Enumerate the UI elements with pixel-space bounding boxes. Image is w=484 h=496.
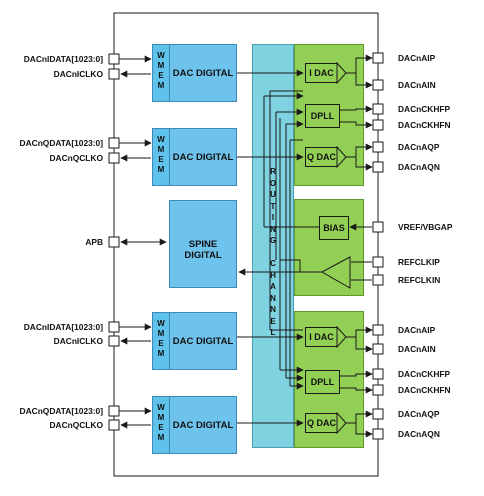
pin-iclk1 bbox=[108, 68, 120, 80]
pin-qclk1 bbox=[108, 152, 120, 164]
q-dac-top: Q DAC bbox=[305, 147, 338, 167]
pin-ckhfn1 bbox=[372, 119, 384, 131]
dac-digital-label-4: DAC DIGITAL bbox=[172, 420, 234, 431]
pin-qdata2 bbox=[108, 405, 120, 417]
pin-label-aip1: DACnAIP bbox=[398, 53, 436, 63]
pin-refp bbox=[372, 256, 384, 268]
pin-label-qclk1: DACnQCLKO bbox=[49, 153, 103, 163]
dac-digital-label-3: DAC DIGITAL bbox=[172, 336, 234, 347]
pin-label-ain1: DACnAIN bbox=[398, 80, 436, 90]
pin-label-iclk2: DACnICLKO bbox=[53, 336, 103, 346]
i-dac-top: I DAC bbox=[305, 63, 338, 83]
q-dac-bottom-label: Q DAC bbox=[307, 418, 336, 428]
pin-label-ain2: DACnAIN bbox=[398, 344, 436, 354]
pin-label-ckhfp2: DACnCKHFP bbox=[398, 369, 451, 379]
pin-ckhfp1 bbox=[372, 103, 384, 115]
dac-digital-block-1: DAC DIGITAL bbox=[169, 44, 237, 102]
pin-label-refn: REFCLKIN bbox=[398, 275, 441, 285]
pin-ckhfp2 bbox=[372, 368, 384, 380]
pin-idata1 bbox=[108, 53, 120, 65]
pin-aqp2 bbox=[372, 408, 384, 420]
pin-label-aqn1: DACnAQN bbox=[398, 162, 440, 172]
pin-label-idata1: DACnIDATA[1023:0] bbox=[23, 54, 103, 64]
dpll-top-label: DPLL bbox=[310, 111, 335, 121]
pin-aqp1 bbox=[372, 141, 384, 153]
pin-label-idata2: DACnIDATA[1023:0] bbox=[23, 322, 103, 332]
pin-aip2 bbox=[372, 324, 384, 336]
pin-label-ckhfp1: DACnCKHFP bbox=[398, 104, 451, 114]
dpll-bottom-label: DPLL bbox=[310, 377, 335, 387]
i-dac-top-label: I DAC bbox=[309, 68, 334, 78]
pin-label-iclk1: DACnICLKO bbox=[53, 69, 103, 79]
pin-aqn1 bbox=[372, 161, 384, 173]
pin-aqn2 bbox=[372, 428, 384, 440]
i-dac-bottom: I DAC bbox=[305, 327, 338, 347]
dac-digital-block-4: DAC DIGITAL bbox=[169, 396, 237, 454]
pin-label-ckhfn2: DACnCKHFN bbox=[398, 385, 451, 395]
i-dac-bottom-label: I DAC bbox=[309, 332, 334, 342]
dpll-top: DPLL bbox=[305, 104, 340, 128]
pin-label-aqp1: DACnAQP bbox=[398, 142, 440, 152]
pin-ain2 bbox=[372, 343, 384, 355]
routing-channel bbox=[252, 44, 294, 448]
pin-squares bbox=[108, 52, 384, 440]
dac-digital-block-2: DAC DIGITAL bbox=[169, 128, 237, 186]
pin-apb bbox=[108, 236, 120, 248]
pin-idata2 bbox=[108, 321, 120, 333]
pin-iclk2 bbox=[108, 335, 120, 347]
pin-label-aqn2: DACnAQN bbox=[398, 429, 440, 439]
pin-qclk2 bbox=[108, 419, 120, 431]
spine-digital-block: SPINE DIGITAL bbox=[169, 200, 237, 288]
pin-qdata1 bbox=[108, 137, 120, 149]
pin-ckhfn2 bbox=[372, 384, 384, 396]
dac-digital-block-3: DAC DIGITAL bbox=[169, 312, 237, 370]
bias-label: BIAS bbox=[323, 223, 345, 233]
dac-digital-label-2: DAC DIGITAL bbox=[172, 152, 234, 163]
pin-label-apb: APB bbox=[85, 237, 103, 247]
pin-ain1 bbox=[372, 79, 384, 91]
pin-label-qdata1: DACnQDATA[1023:0] bbox=[19, 138, 103, 148]
signal-wires bbox=[119, 55, 167, 429]
pin-label-vref: VREF/VBGAP bbox=[398, 222, 453, 232]
pin-label-aqp2: DACnAQP bbox=[398, 409, 440, 419]
analog-region-mid bbox=[294, 199, 364, 296]
q-dac-bottom: Q DAC bbox=[305, 413, 338, 433]
pin-label-refp: REFCLKIP bbox=[398, 257, 440, 267]
bias-block: BIAS bbox=[319, 216, 349, 240]
dpll-bottom: DPLL bbox=[305, 370, 340, 394]
pin-label-ckhfn1: DACnCKHFN bbox=[398, 120, 451, 130]
pin-label-qclk2: DACnQCLKO bbox=[49, 420, 103, 430]
pin-label-qdata2: DACnQDATA[1023:0] bbox=[19, 406, 103, 416]
spine-digital-label: SPINE DIGITAL bbox=[184, 239, 222, 261]
pin-vref bbox=[372, 221, 384, 233]
dac-digital-label-1: DAC DIGITAL bbox=[172, 68, 234, 79]
pin-refn bbox=[372, 274, 384, 286]
q-dac-top-label: Q DAC bbox=[307, 152, 336, 162]
pin-label-aip2: DACnAIP bbox=[398, 325, 436, 335]
pin-aip1 bbox=[372, 52, 384, 64]
